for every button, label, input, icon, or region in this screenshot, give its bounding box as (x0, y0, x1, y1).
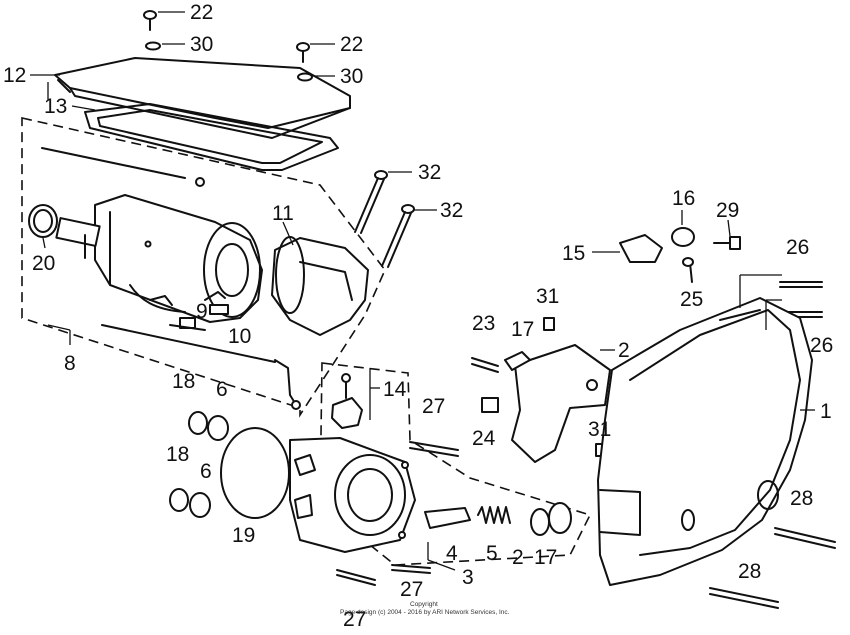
bolt-28-lower (709, 587, 779, 609)
starter-motor (55, 194, 263, 323)
screw-25 (682, 257, 694, 283)
callout-22: 22 (190, 1, 213, 24)
bolt-32-lower (381, 204, 415, 268)
crankcase-cover-1 (597, 297, 813, 586)
gear-case-housing (289, 437, 416, 553)
pin-17-upper (504, 351, 531, 371)
callout-31: 31 (536, 285, 559, 308)
callout-27: 27 (422, 395, 445, 418)
leader-lines (30, 11, 815, 571)
bolt-23 (471, 357, 499, 373)
callout-3: 3 (462, 566, 474, 589)
through-bolt-upper (41, 147, 186, 179)
callout-4: 4 (446, 542, 458, 565)
bolt-27-mid (409, 441, 459, 457)
callout-19: 19 (232, 524, 255, 547)
callout-12: 12 (3, 64, 26, 87)
through-bolt-lower (101, 324, 276, 363)
callout-18: 18 (166, 443, 189, 466)
callout-27: 27 (400, 578, 423, 601)
washer-30-right (297, 72, 313, 82)
oil-pressure-switch-14 (331, 373, 363, 429)
bolt-24 (481, 397, 499, 413)
end-cover-11 (271, 236, 369, 336)
bracket-2-upper (511, 344, 611, 463)
cap-16 (671, 227, 695, 247)
callout-24: 24 (472, 427, 496, 450)
callout-32: 32 (418, 161, 441, 184)
callout-28: 28 (738, 560, 761, 583)
collar-2-lower (530, 508, 550, 536)
callout-30: 30 (190, 33, 213, 56)
callout-13: 13 (44, 95, 67, 118)
callout-23: 23 (472, 312, 495, 335)
callout-9: 9 (196, 300, 208, 323)
callout-31: 31 (588, 418, 611, 441)
callout-16: 16 (672, 187, 695, 210)
o-ring-19 (220, 427, 290, 519)
callout-11: 11 (272, 202, 294, 225)
brush-10 (169, 317, 206, 331)
seal-18-upper (188, 411, 208, 435)
cover-plate (54, 57, 351, 139)
plunger-4 (424, 507, 471, 529)
cap-6-upper (207, 415, 229, 441)
seal-17-lower (548, 502, 572, 534)
copyright-line-2: Page design (c) 2004 - 2016 by ARI Netwo… (340, 609, 510, 616)
callout-15: 15 (562, 242, 585, 265)
callout-14: 14 (383, 378, 407, 401)
washer-30-top (145, 41, 161, 51)
callout-labels: 22 30 22 30 12 13 32 32 11 20 9 10 8 16 … (3, 1, 833, 631)
callout-29: 29 (716, 199, 739, 222)
spring-5 (477, 506, 511, 524)
copyright-line-1: Copyright (410, 601, 438, 608)
callout-10: 10 (228, 325, 251, 348)
cover-gasket (84, 103, 339, 171)
brush-holder-9 (209, 304, 229, 315)
bolt-27-right (391, 564, 431, 574)
callout-18: 18 (172, 370, 195, 393)
bolt-26-upper (779, 281, 823, 288)
callout-6: 6 (216, 378, 228, 401)
callout-6: 6 (200, 460, 212, 483)
bolt-28-upper (774, 527, 836, 549)
callout-22: 22 (340, 33, 363, 56)
callout-17: 17 (511, 318, 534, 341)
bolt-27-left (336, 569, 376, 586)
callout-25: 25 (680, 288, 703, 311)
cap-6-lower (189, 492, 211, 518)
callout-26: 26 (786, 236, 809, 259)
callout-17: 17 (534, 546, 557, 569)
callout-1: 1 (820, 400, 832, 423)
callout-20: 20 (32, 252, 55, 275)
seal-18-lower (169, 488, 189, 512)
screw-29 (713, 236, 741, 250)
callout-2: 2 (618, 339, 630, 362)
callout-32: 32 (440, 199, 463, 222)
neutral-switch-15 (619, 234, 663, 263)
callout-2: 2 (512, 546, 524, 569)
bolt-22-top (143, 10, 157, 31)
callout-30: 30 (340, 65, 363, 88)
callout-8: 8 (64, 352, 76, 375)
callout-26: 26 (810, 334, 833, 357)
assembly-boundary-8 (21, 117, 386, 418)
bolt-22-right (296, 42, 310, 63)
callout-5: 5 (486, 542, 498, 565)
callout-27: 27 (343, 608, 366, 631)
bolt-32-upper (354, 170, 388, 234)
o-ring-20 (28, 204, 58, 238)
pin-31-upper (543, 317, 555, 331)
callout-28: 28 (790, 487, 813, 510)
